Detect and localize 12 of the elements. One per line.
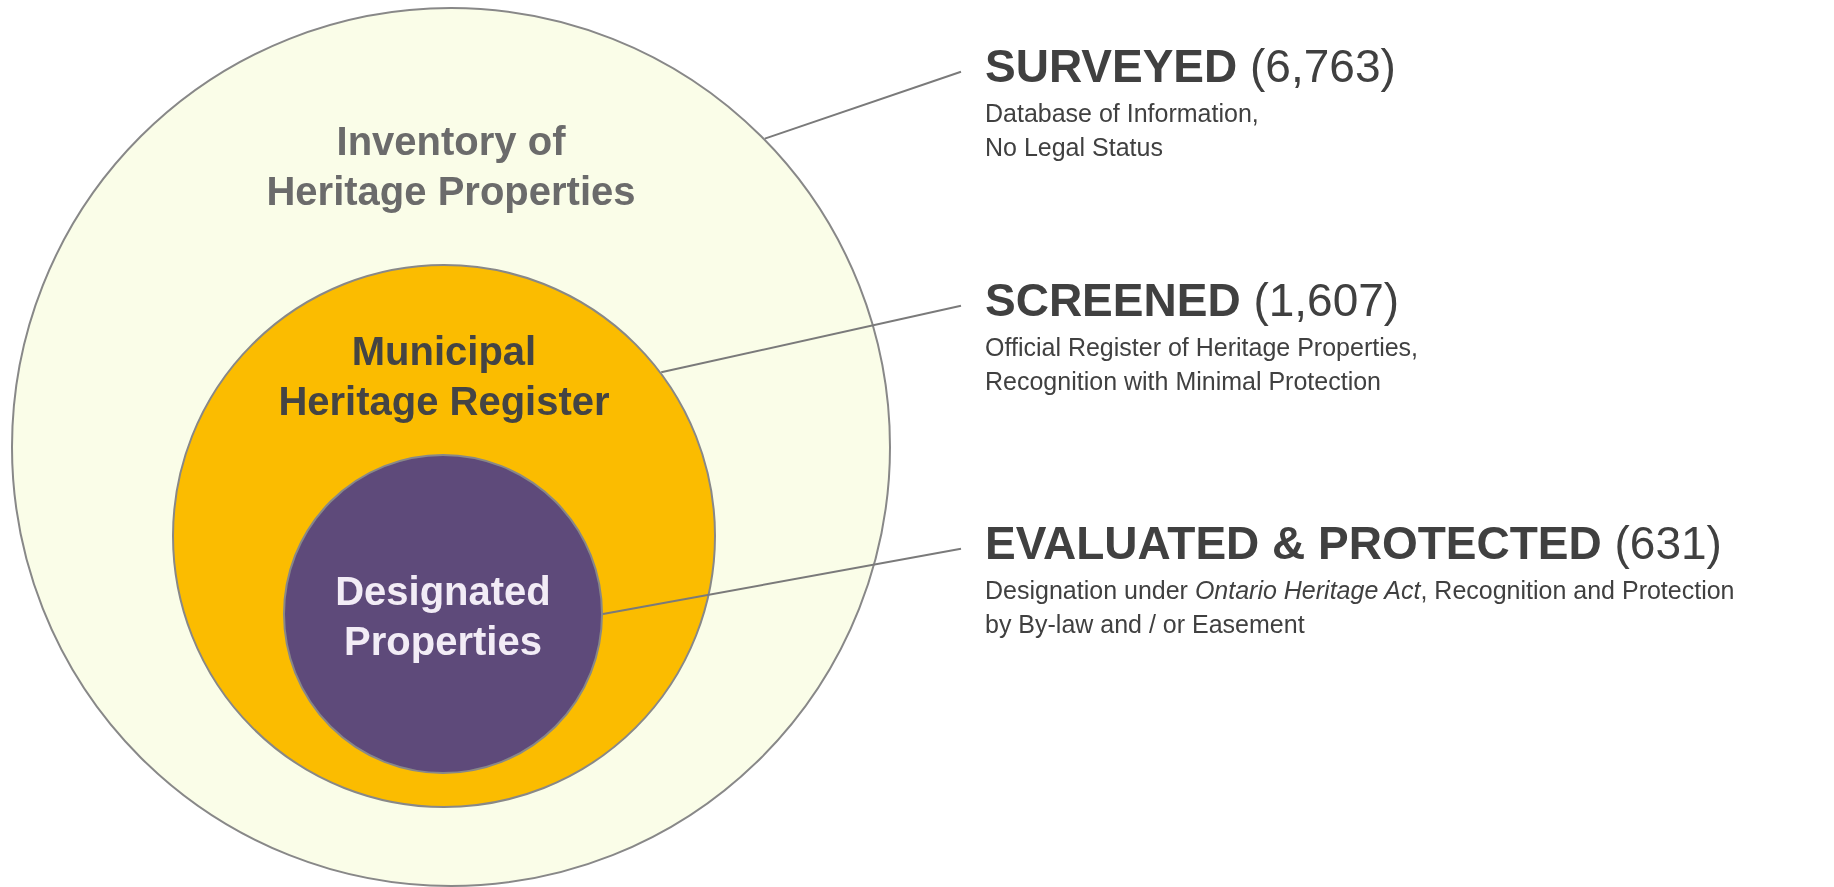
leader-line bbox=[763, 70, 962, 140]
category-description: Database of Information, No Legal Status bbox=[985, 97, 1260, 163]
category-description: Official Register of Heritage Properties, Recognition with Minimal Protection bbox=[985, 331, 1420, 397]
leader-line bbox=[602, 547, 962, 615]
category-heading: SURVEYED (6,763) bbox=[985, 40, 1396, 93]
leader-line bbox=[660, 304, 962, 374]
circle-label: Municipal Heritage Register bbox=[277, 328, 611, 425]
circle-label: Designated Properties bbox=[334, 568, 552, 665]
circle-label: Inventory of Heritage Properties bbox=[265, 118, 637, 215]
category-heading: SCREENED (1,607) bbox=[985, 274, 1401, 327]
category-heading: EVALUATED & PROTECTED (631) bbox=[985, 517, 1723, 570]
category-description: Designation under Ontario Heritage Act, Recognition and Protection by By-law and / or Easement bbox=[985, 574, 1736, 640]
